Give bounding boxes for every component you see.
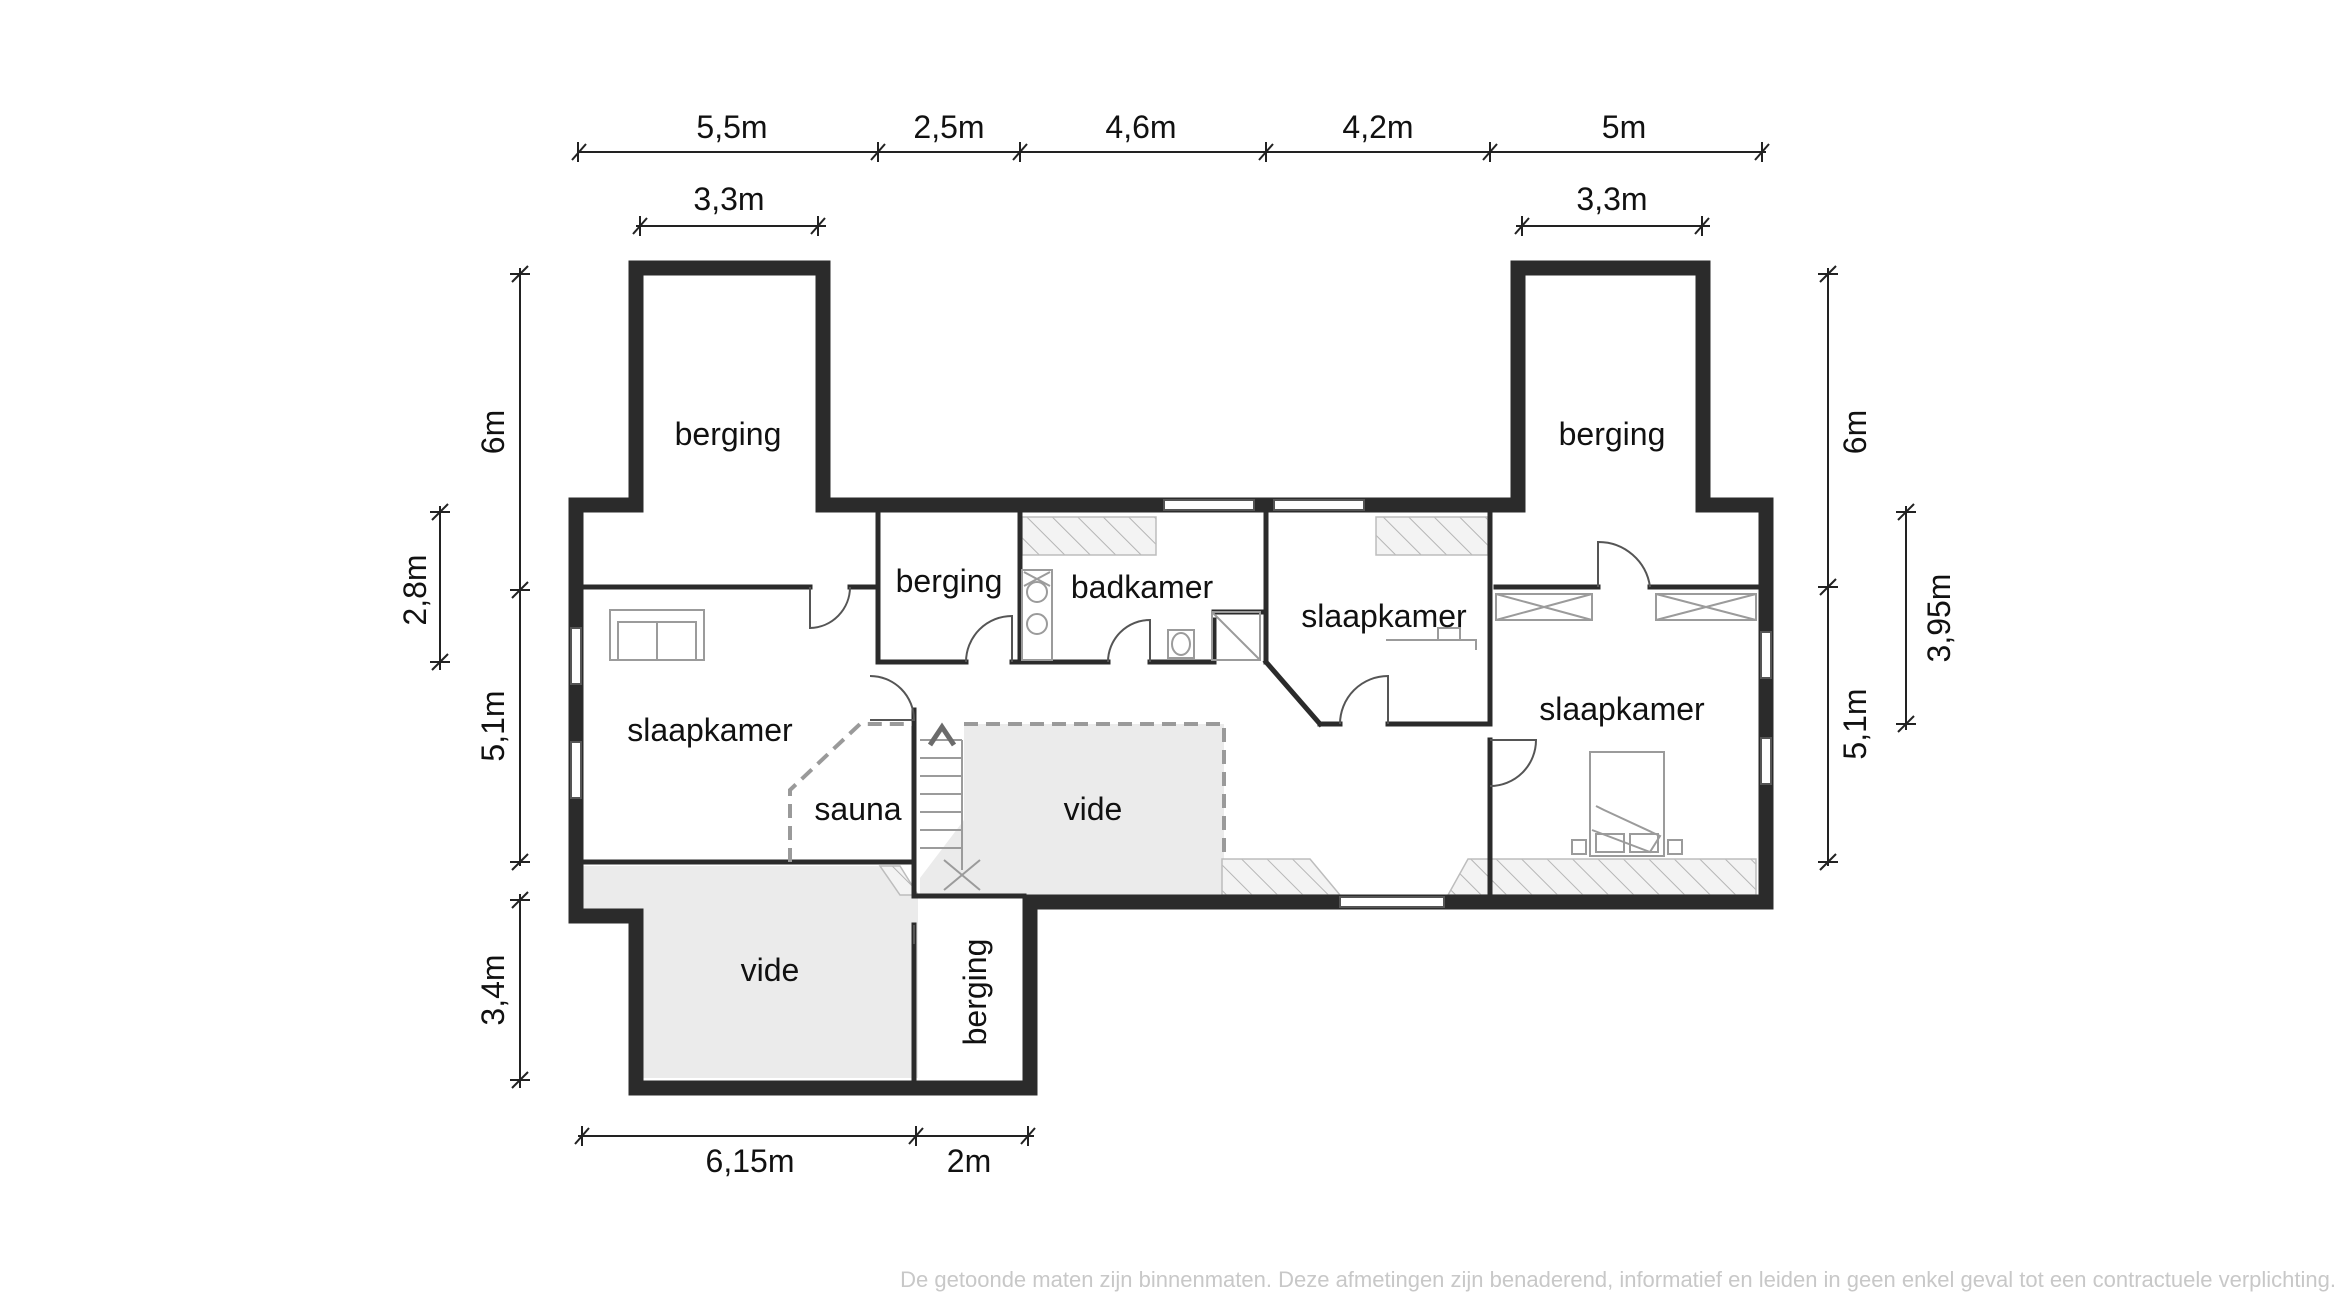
vide-bottom-area: [580, 866, 918, 1078]
room-label-berging-top-left: berging: [675, 416, 782, 452]
dim-top-5: 5m: [1602, 109, 1646, 145]
dim-top-3: 4,6m: [1105, 109, 1176, 145]
room-label-berging-small: berging: [896, 563, 1003, 599]
room-label-vide-center: vide: [1064, 791, 1123, 827]
wardrobe-icon-right: [1655, 593, 1757, 621]
room-label-slaapkamer-left: slaapkamer: [627, 712, 793, 748]
room-label-sauna: sauna: [814, 791, 901, 827]
doors: [809, 540, 1651, 944]
slope-hatch-badkamer: [1021, 516, 1157, 556]
dim-top-1: 5,5m: [696, 109, 767, 145]
dim-left-middle: 5,1m: [475, 690, 511, 761]
room-label-badkamer: badkamer: [1071, 569, 1214, 605]
dim-right-inner: 3,95m: [1921, 574, 1957, 663]
dim-wing-right: 3,3m: [1576, 181, 1647, 217]
room-label-berging-top-right: berging: [1559, 416, 1666, 452]
dim-left-inner: 2,8m: [397, 554, 433, 625]
desk-icon: [1386, 627, 1477, 650]
disclaimer-text: De getoonde maten zijn binnenmaten. Deze…: [900, 1267, 2336, 1292]
dimension-lines: [430, 142, 1916, 1146]
dim-top-4: 4,2m: [1342, 109, 1413, 145]
slope-hatch-slaapkamer-middle: [1375, 516, 1489, 556]
vide-center-area: [920, 724, 1224, 895]
staircase-icon: [920, 722, 981, 891]
room-label-slaapkamer-middle: slaapkamer: [1301, 598, 1467, 634]
dim-bottom-1: 6,15m: [706, 1143, 795, 1179]
room-label-slaapkamer-right: slaapkamer: [1539, 691, 1705, 727]
room-label-vide-bottom: vide: [741, 952, 800, 988]
dim-wing-left: 3,3m: [693, 181, 764, 217]
dim-left-top: 6m: [475, 410, 511, 454]
slope-hatch-bottom-right: [1446, 858, 1757, 896]
bed-icon: [1571, 751, 1683, 857]
shower-icon: [1211, 611, 1261, 661]
slope-hatch-bottom-middle: [1221, 858, 1342, 896]
dim-right-middle: 5,1m: [1837, 688, 1873, 759]
interior-walls: [580, 509, 1763, 1085]
toilet-icon: [1167, 629, 1195, 659]
windows: [570, 499, 1772, 908]
sink-icon: [1021, 569, 1053, 661]
sauna-outline: [788, 722, 912, 862]
dim-left-bottom: 3,4m: [475, 954, 511, 1025]
room-label-berging-bottom: berging: [957, 939, 993, 1046]
dim-bottom-2: 2m: [947, 1143, 991, 1179]
wardrobe-icon-left: [1495, 593, 1593, 621]
dim-right-top: 6m: [1837, 410, 1873, 454]
sofa-icon: [609, 609, 705, 661]
dim-top-2: 2,5m: [913, 109, 984, 145]
